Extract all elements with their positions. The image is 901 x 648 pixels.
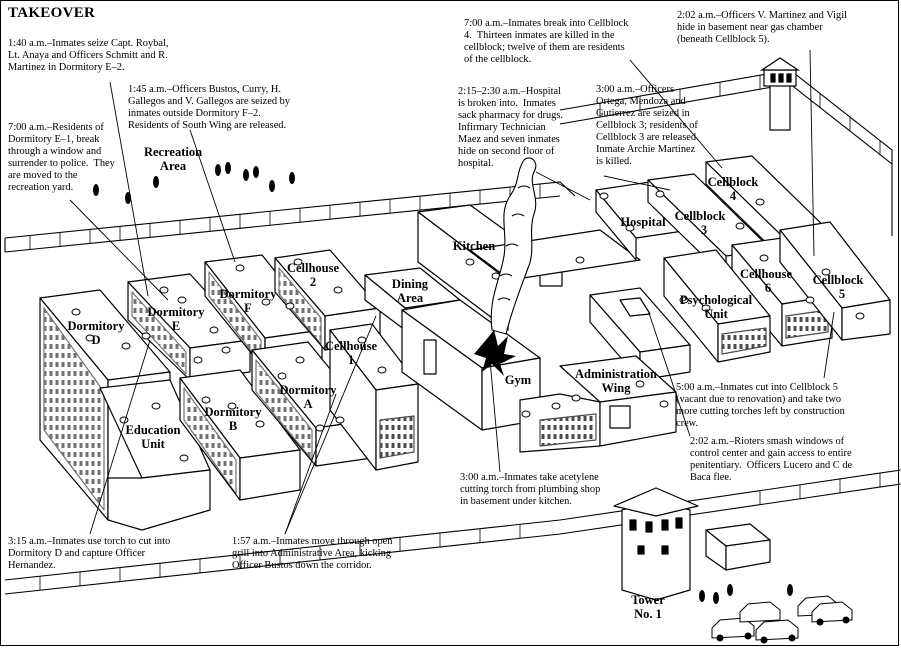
building-labels: Recreation Area Dormitory D Dormitory E …	[68, 145, 864, 621]
rear-watchtower	[760, 57, 800, 131]
note-3-00am-torch: 3:00 a.m.–Inmates take acetylene cutting…	[460, 472, 601, 507]
note-1-40am: 1:40 a.m.–Inmates seize Capt. Roybal, Lt…	[8, 38, 169, 73]
label-hospital: Hospital	[620, 215, 666, 229]
svg-text:Unit: Unit	[704, 307, 728, 321]
label-dormitory-e: Dormitory	[148, 305, 206, 319]
label-cellhouse-2: Cellhouse	[287, 261, 340, 275]
label-administration-wing: Administration	[575, 367, 657, 381]
explosion-burst	[474, 330, 516, 376]
label-tower-no-1: Tower	[631, 593, 665, 607]
svg-text:No. 1: No. 1	[634, 607, 662, 621]
label-dormitory-f: Dormitory	[220, 287, 278, 301]
building-dormitory-b	[179, 369, 301, 501]
building-administration-wing	[519, 355, 677, 453]
svg-text:Area: Area	[397, 291, 424, 305]
note-2-15am-hospital: 2:15–2:30 a.m.–Hospital is broken into. …	[458, 86, 564, 169]
building-education-unit	[99, 379, 211, 531]
leader-lines	[69, 49, 835, 535]
police-cars	[711, 595, 853, 644]
svg-text:1: 1	[348, 353, 354, 367]
svg-text:2: 2	[310, 275, 316, 289]
svg-text:D: D	[91, 333, 100, 347]
svg-text:4: 4	[730, 189, 737, 203]
building-psychological-unit	[663, 249, 771, 363]
svg-text:Wing: Wing	[602, 381, 632, 395]
note-5-00am: 5:00 a.m.–Inmates cut into Cellblock 5 (…	[676, 382, 845, 429]
label-cellblock-5: Cellblock	[813, 273, 864, 287]
label-cellhouse-1: Cellhouse	[325, 339, 378, 353]
label-gym: Gym	[505, 373, 532, 387]
diagram-title: TAKEOVER	[8, 5, 96, 21]
smoke-plume	[490, 157, 537, 335]
building-gatehouse	[705, 523, 771, 571]
note-1-57am: 1:57 a.m.–Inmates move through open gril…	[232, 536, 393, 571]
building-cellhouse-1	[329, 323, 419, 471]
note-3-00am-cellblock-3: 3:00 a.m.–Officers Ortega, Mendoza and G…	[596, 84, 699, 167]
roof-vents	[71, 190, 865, 462]
label-dormitory-a: Dormitory	[280, 383, 338, 397]
svg-text:Unit: Unit	[141, 437, 165, 451]
label-cellhouse-6: Cellhouse	[740, 267, 793, 281]
svg-text:B: B	[229, 419, 237, 433]
label-dormitory-d: Dormitory	[68, 319, 126, 333]
note-2-02am-control-center: 2:02 a.m.–Rioters smash windows of contr…	[690, 436, 853, 483]
label-recreation-area: Recreation	[144, 145, 202, 159]
tower-no-1	[613, 487, 699, 601]
note-1-45am: 1:45 a.m.–Officers Bustos, Curry, H. Gal…	[128, 84, 291, 131]
svg-text:E: E	[172, 319, 180, 333]
building-gym	[401, 299, 541, 431]
svg-text:6: 6	[765, 281, 771, 295]
label-cellblock-3: Cellblock	[675, 209, 726, 223]
note-3-15am: 3:15 a.m.–Inmates use torch to cut into …	[8, 536, 171, 571]
note-2-02am-basement: 2:02 a.m.–Officers V. Martinez and Vigil…	[677, 10, 848, 45]
label-kitchen: Kitchen	[453, 239, 495, 253]
note-7-00am-cellblock: 7:00 a.m.–Inmates break into Cellblock 4…	[464, 18, 629, 65]
fence-posts	[29, 75, 881, 590]
label-education-unit: Education	[126, 423, 181, 437]
building-cellhouse-2	[274, 249, 381, 351]
svg-text:Area: Area	[160, 159, 187, 173]
svg-text:3: 3	[701, 223, 707, 237]
svg-text:A: A	[303, 397, 312, 411]
label-cellblock-4: Cellblock	[708, 175, 759, 189]
building-dormitory-e	[127, 273, 251, 381]
label-psychological-unit: Psychological	[680, 293, 753, 307]
people-figures	[93, 162, 793, 604]
svg-text:5: 5	[839, 287, 845, 301]
label-dining-area: Dining	[392, 277, 429, 291]
svg-text:F: F	[244, 301, 252, 315]
note-7-00am-dormitory: 7:00 a.m.–Residents of Dormitory E–1, br…	[8, 122, 115, 193]
label-dormitory-b: Dormitory	[205, 405, 263, 419]
